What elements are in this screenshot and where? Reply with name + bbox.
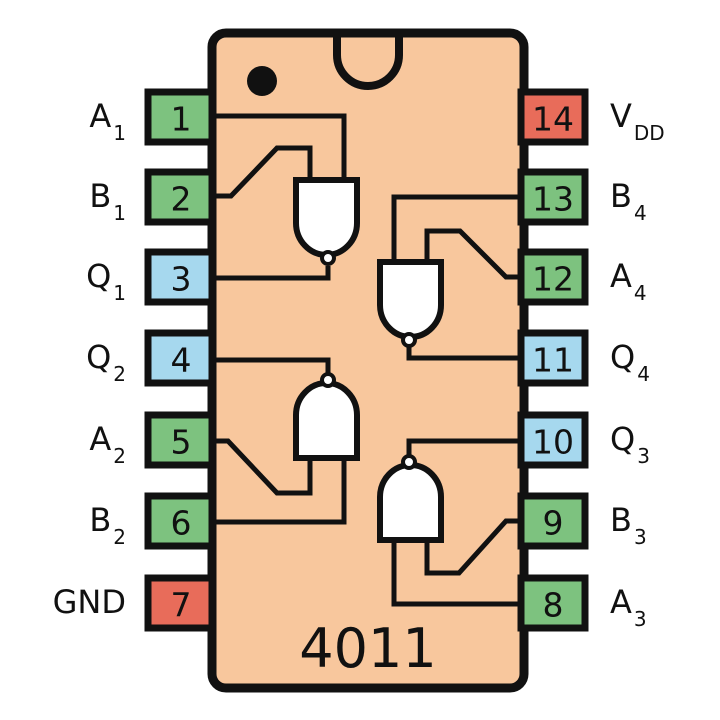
pin-number: 11 xyxy=(532,341,574,380)
nand-gate-3 xyxy=(377,454,444,543)
pin-number: 6 xyxy=(171,504,192,543)
pin-box xyxy=(144,329,216,387)
pin-box xyxy=(144,574,216,632)
pin1-indicator-dot xyxy=(247,66,277,96)
nand-gate-1 xyxy=(293,177,360,266)
chip-part-number: 4011 xyxy=(299,617,436,680)
nand-gate-2 xyxy=(293,372,360,461)
pin-number: 14 xyxy=(532,100,574,139)
wire-gate1-pin3 xyxy=(216,266,331,281)
wire-pin5-gate2 xyxy=(216,438,313,496)
pin-number: 4 xyxy=(171,341,192,380)
wire-pin12-gate4 xyxy=(424,228,520,280)
pin-box xyxy=(517,574,589,632)
pin-box xyxy=(144,492,216,550)
pin-number: 10 xyxy=(532,423,574,462)
wire-pin2-gate1 xyxy=(216,145,313,199)
pin-box xyxy=(517,411,589,469)
wire-gate4-pin11 xyxy=(406,346,520,361)
pin-number: 9 xyxy=(543,504,564,543)
wire-gate3-pin10 xyxy=(406,438,520,455)
wire-pin8-gate3 xyxy=(391,540,520,607)
pin-number: 5 xyxy=(171,423,192,462)
pin-number: 3 xyxy=(171,260,192,299)
pin-7: 7 GND xyxy=(53,574,216,632)
pin-box xyxy=(517,329,589,387)
pin-number: 13 xyxy=(532,180,574,219)
pin-number: 2 xyxy=(171,180,192,219)
pin-box xyxy=(517,88,589,146)
pin-number: 7 xyxy=(171,586,192,625)
nand-gate-4 xyxy=(377,259,444,348)
wire-pin1-gate1 xyxy=(216,113,347,180)
pin-box xyxy=(144,168,216,226)
wire-pin6-gate2 xyxy=(216,458,347,525)
pin-number: 8 xyxy=(543,586,564,625)
wire-pin13-gate4 xyxy=(391,194,520,262)
pin-number: 1 xyxy=(171,100,192,139)
pin-box xyxy=(517,248,589,306)
pin-label: GND xyxy=(53,583,126,621)
wire-gate2-pin4 xyxy=(216,357,331,373)
pin-box xyxy=(144,88,216,146)
pin-box xyxy=(144,411,216,469)
pin-number: 12 xyxy=(532,260,574,299)
pin-box xyxy=(517,492,589,550)
chip-notch xyxy=(333,33,403,90)
pin-box xyxy=(517,168,589,226)
pin-box xyxy=(144,248,216,306)
wire-pin9-gate3 xyxy=(424,518,520,576)
